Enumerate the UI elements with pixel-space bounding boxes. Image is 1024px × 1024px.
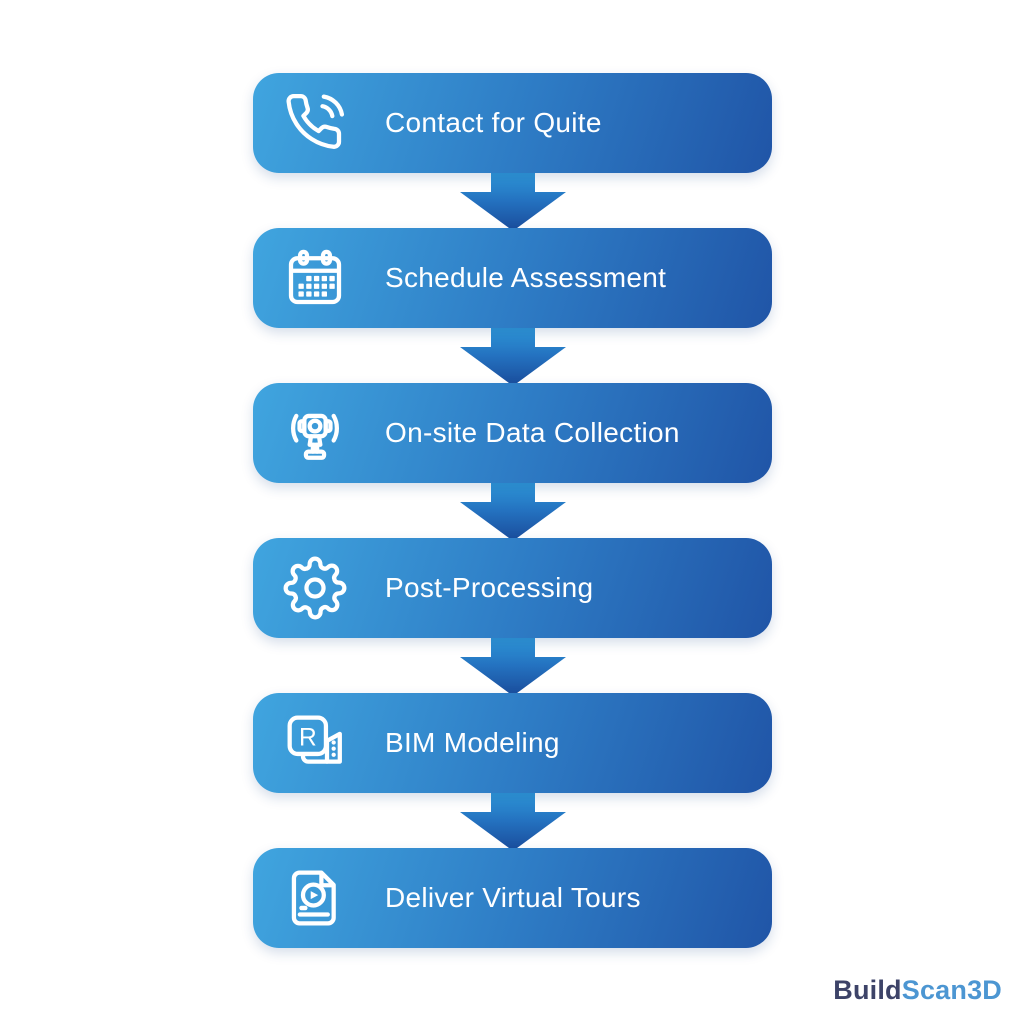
scanner-camera-icon bbox=[283, 401, 347, 465]
step-bim-modeling: R BIM Modeling bbox=[253, 693, 772, 793]
step-label: BIM Modeling bbox=[385, 727, 560, 758]
brand-part-build: Build bbox=[833, 975, 902, 1005]
down-arrow-icon bbox=[459, 790, 566, 851]
step-label: Schedule Assessment bbox=[385, 262, 667, 293]
step-onsite-data-collection: On-site Data Collection bbox=[253, 383, 772, 483]
step-label: On-site Data Collection bbox=[385, 417, 680, 448]
step-label: Post-Processing bbox=[385, 572, 594, 603]
brand-logo: BuildScan3D bbox=[833, 975, 1002, 1006]
gear-icon bbox=[283, 556, 347, 620]
step-label: Contact for Quite bbox=[385, 107, 602, 138]
phone-call-icon bbox=[283, 91, 347, 155]
down-arrow-icon bbox=[459, 170, 566, 231]
flow-gap bbox=[253, 635, 772, 696]
flow-gap bbox=[253, 480, 772, 541]
step-post-processing: Post-Processing bbox=[253, 538, 772, 638]
down-arrow-icon bbox=[459, 635, 566, 696]
down-arrow-icon bbox=[459, 325, 566, 386]
revit-building-icon: R bbox=[283, 711, 347, 775]
step-contact-for-quote: Contact for Quite bbox=[253, 73, 772, 173]
video-document-icon bbox=[283, 866, 347, 930]
flow-gap bbox=[253, 325, 772, 386]
step-label: Deliver Virtual Tours bbox=[385, 882, 641, 913]
step-schedule-assessment: Schedule Assessment bbox=[253, 228, 772, 328]
flow-gap bbox=[253, 790, 772, 851]
revit-letter: R bbox=[299, 724, 317, 751]
brand-part-scan3d: Scan3D bbox=[901, 975, 1002, 1005]
down-arrow-icon bbox=[459, 480, 566, 541]
step-deliver-virtual-tours: Deliver Virtual Tours bbox=[253, 848, 772, 948]
flow-column: Contact for Quite bbox=[253, 73, 772, 948]
calendar-icon bbox=[283, 246, 347, 310]
flow-gap bbox=[253, 170, 772, 231]
